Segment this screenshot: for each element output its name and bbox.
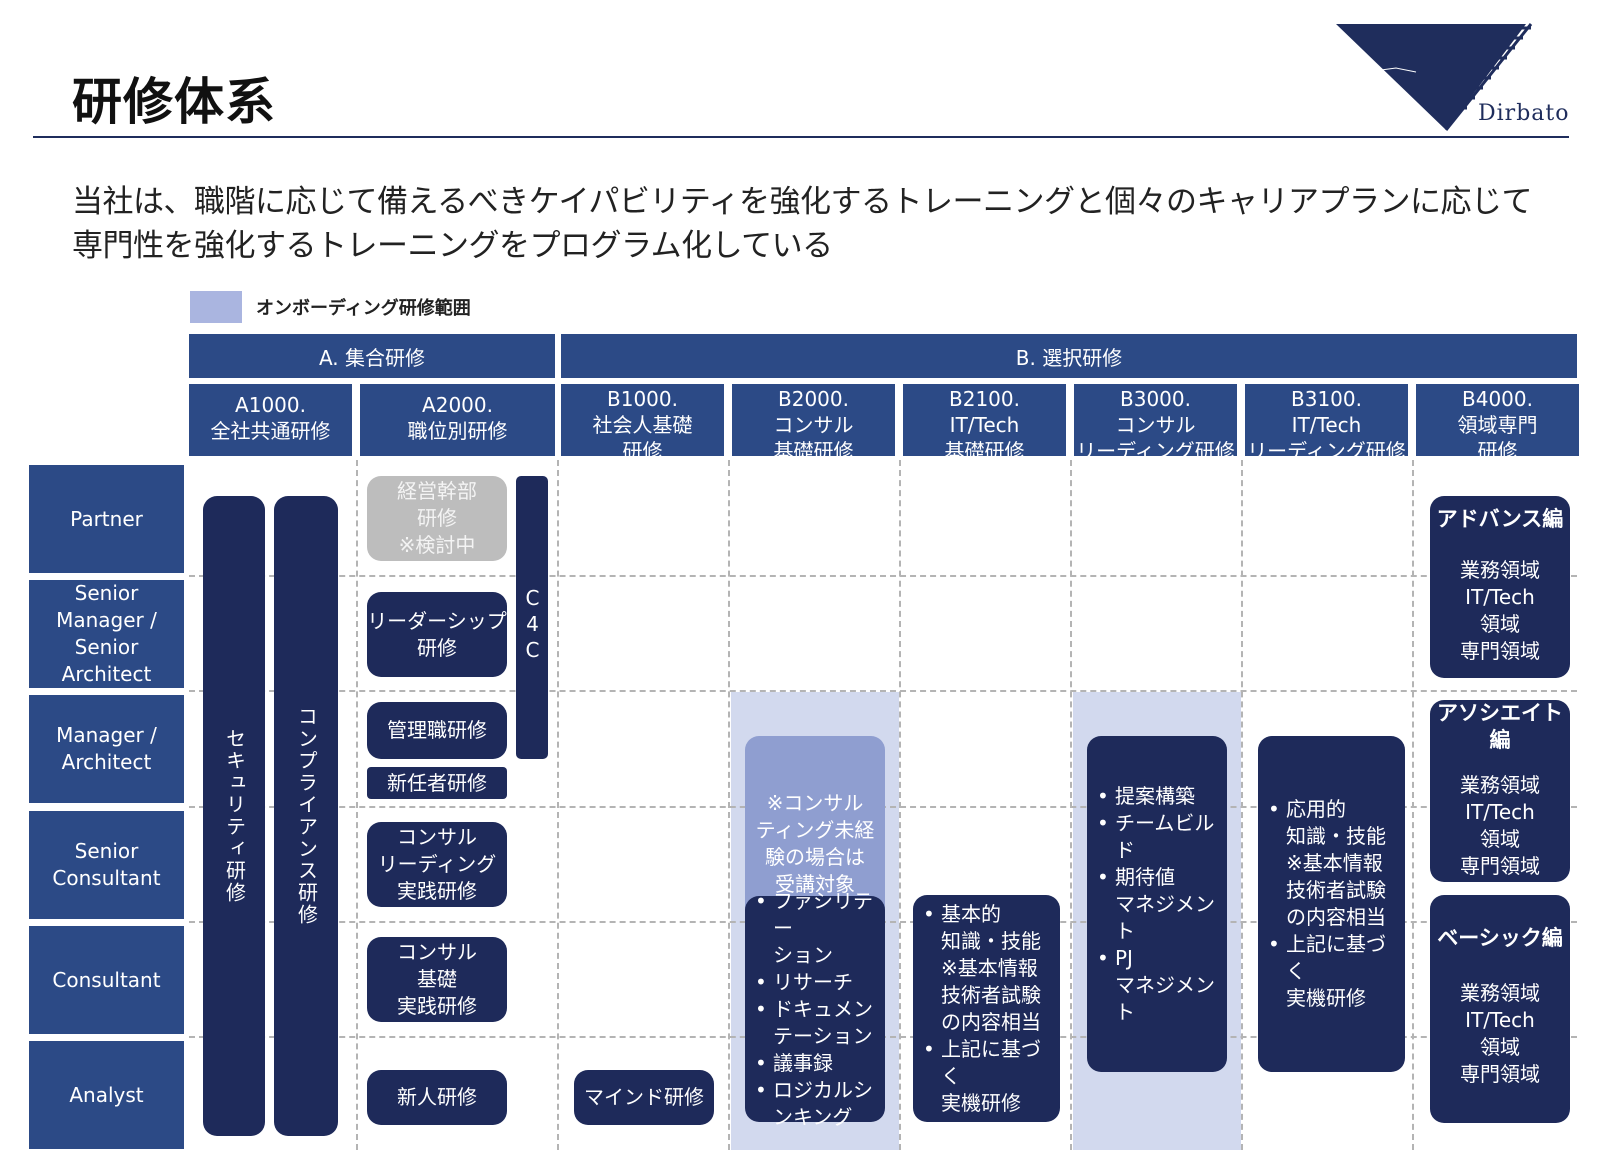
grid-line <box>557 460 559 1150</box>
list-item: 基本的 知識・技能 ※基本情報 技術者試験 の内容相当 <box>923 901 1060 1036</box>
legend-swatch <box>190 291 242 323</box>
associate-body: 業務領域 IT/Tech 領域 専門領域 <box>1460 773 1540 878</box>
associate-track: アソシエイト 編 業務領域 IT/Tech 領域 専門領域 <box>1430 700 1570 882</box>
column-header-b2100: B2100.IT/Tech 基礎研修 <box>903 384 1066 456</box>
list-item: チームビルド <box>1097 810 1227 864</box>
grid-line <box>1241 460 1243 1150</box>
advanced-heading: アドバンス編 <box>1436 507 1564 531</box>
list-item: ロジカルシ ンキング <box>755 1077 885 1131</box>
column-header-b2000: B2000.コンサル 基礎研修 <box>732 384 895 456</box>
rank-manager: Manager / Architect <box>29 695 184 803</box>
column-header-a2000: A2000.職位別研修 <box>360 384 555 456</box>
management-training: 管理職研修 <box>367 702 507 759</box>
subtitle: 当社は、職階に応じて備えるべきケイパビリティを強化するトレーニングと個々のキャリ… <box>72 184 1532 264</box>
consulting-leading-list: 提案構築 チームビルド 期待値 マネジメント PJ マネジメント <box>1087 736 1227 1072</box>
list-item: 期待値 マネジメント <box>1097 864 1227 945</box>
c4c-program: C4C <box>516 476 548 759</box>
group-header-b: B. 選択研修 <box>561 334 1577 378</box>
rank-analyst: Analyst <box>29 1041 184 1149</box>
mind-training: マインド研修 <box>574 1070 714 1125</box>
it-tech-basic-list: 基本的 知識・技能 ※基本情報 技術者試験 の内容相当 上記に基づく 実機研修 <box>913 895 1060 1122</box>
list-item: ドキュメン テーション <box>755 996 885 1050</box>
list-item: ファシリテー ション <box>755 888 885 969</box>
consul-basic-practice-training: コンサル 基礎 実践研修 <box>367 937 507 1022</box>
list-item: 上記に基づく 実機研修 <box>1268 931 1405 1012</box>
compliance-training: コンプライアンス研修 <box>274 496 338 1136</box>
executive-training: 経営幹部 研修 ※検討中 <box>367 476 507 561</box>
leadership-training: リーダーシップ 研修 <box>367 592 507 677</box>
grid-line <box>189 575 1577 577</box>
column-header-b3000: B3000.コンサル リーディング研修 <box>1074 384 1237 456</box>
page-title: 研修体系 <box>72 73 276 131</box>
it-tech-leading-list: 応用的 知識・技能 ※基本情報 技術者試験 の内容相当 上記に基づく 実機研修 <box>1258 736 1405 1072</box>
new-manager-training: 新任者研修 <box>367 767 507 799</box>
list-item: 議事録 <box>755 1050 885 1077</box>
basic-track: ベーシック編 業務領域 IT/Tech 領域 専門領域 <box>1430 895 1570 1123</box>
basic-heading: ベーシック編 <box>1437 926 1563 950</box>
rank-senior-consultant: Senior Consultant <box>29 811 184 919</box>
title-divider <box>33 136 1569 138</box>
brand-name: Dirbato <box>1478 101 1570 126</box>
column-header-b3100: B3100.IT/Tech リーディング研修 <box>1245 384 1408 456</box>
list-item: 上記に基づく 実機研修 <box>923 1036 1060 1117</box>
basic-body: 業務領域 IT/Tech 領域 専門領域 <box>1460 981 1540 1086</box>
consul-leading-practice-training: コンサル リーディング 実践研修 <box>367 822 507 907</box>
list-item: PJ マネジメント <box>1097 945 1227 1026</box>
dirbato-logo-icon <box>1336 23 1533 131</box>
grid-line <box>728 460 730 1150</box>
column-header-a1000: A1000.全社共通研修 <box>189 384 352 456</box>
new-hire-training: 新人研修 <box>367 1070 507 1125</box>
column-header-b1000: B1000.社会人基礎 研修 <box>561 384 724 456</box>
consulting-basic-list: ファシリテー ション リサーチ ドキュメン テーション 議事録 ロジカルシ ンキ… <box>745 888 885 1129</box>
rank-senior-manager: Senior Manager / Senior Architect <box>29 580 184 688</box>
grid-line <box>899 460 901 1150</box>
rank-partner: Partner <box>29 465 184 573</box>
grid-line <box>356 460 358 1150</box>
grid-line <box>189 690 1577 692</box>
rank-consultant: Consultant <box>29 926 184 1034</box>
group-header-a: A. 集合研修 <box>189 334 555 378</box>
associate-heading: アソシエイト 編 <box>1437 701 1563 752</box>
grid-line <box>1070 460 1072 1150</box>
list-item: 提案構築 <box>1097 783 1227 810</box>
grid-line <box>1412 460 1414 1150</box>
security-training: セキュリティ研修 <box>203 496 265 1136</box>
advanced-track: アドバンス編 業務領域 IT/Tech 領域 専門領域 <box>1430 496 1570 678</box>
list-item: 応用的 知識・技能 ※基本情報 技術者試験 の内容相当 <box>1268 796 1405 931</box>
list-item: リサーチ <box>755 969 885 996</box>
advanced-body: 業務領域 IT/Tech 領域 専門領域 <box>1460 558 1540 663</box>
column-header-b4000: B4000.領域専門 研修 <box>1416 384 1579 456</box>
legend-label: オンボーディング研修範囲 <box>256 298 471 319</box>
